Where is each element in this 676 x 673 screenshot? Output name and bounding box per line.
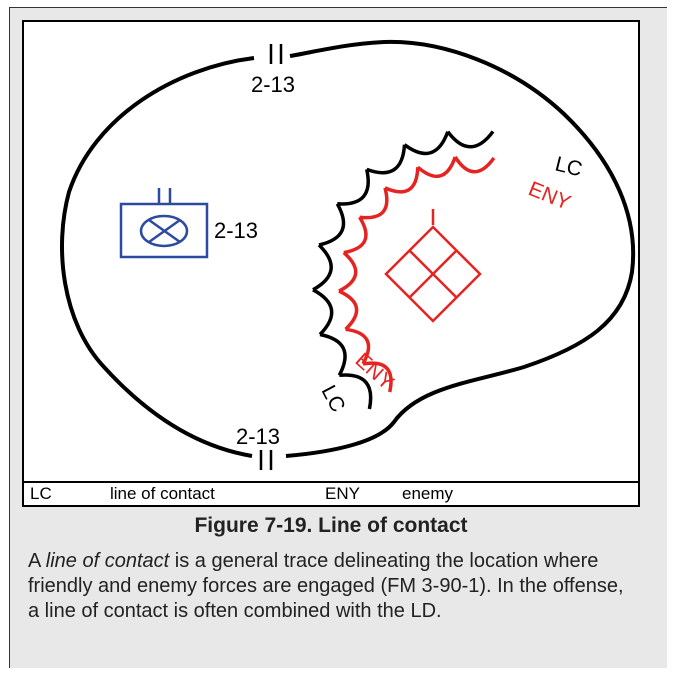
legend-bar: LC line of contact ENY enemy: [24, 481, 638, 505]
enemy-unit-symbol: [384, 209, 482, 323]
lc-red-scallops: [338, 156, 496, 393]
lc-red-scallop: [362, 361, 393, 393]
eny-label-top: ENY: [525, 177, 574, 215]
lc-red-scallop: [416, 156, 457, 179]
lc-red-scallop: [345, 327, 371, 365]
lc-black-scallop: [312, 243, 333, 292]
legend-lc-abbrev: LC: [30, 484, 52, 503]
lc-black-scallop: [339, 373, 373, 410]
lc-black-scallop: [403, 131, 450, 156]
lc-red-scallop: [384, 167, 420, 194]
unit-label-top: 2-13: [251, 72, 295, 97]
lc-red-scallop: [338, 251, 358, 293]
unit-boundary: [60, 39, 636, 458]
unit-label-symbol: 2-13: [214, 218, 258, 243]
friendly-unit-recon-oval: [139, 214, 189, 248]
lc-label-bottom: LC: [317, 382, 350, 417]
lc-red-scallop: [359, 187, 389, 220]
figure-description: A line of contact is a general trace del…: [28, 549, 640, 624]
lc-black-scallops: [312, 130, 495, 410]
lc-black-scallop: [312, 288, 334, 336]
lc-red-scallop: [343, 216, 368, 255]
friendly-unit-cross-2: [148, 218, 181, 244]
lc-black-scallop: [366, 144, 407, 175]
lc-black-scallop: [446, 130, 495, 149]
lc-black-scallop: [319, 332, 347, 377]
lc-red-scallop: [453, 156, 496, 174]
unit-label-bottom: 2-13: [236, 424, 280, 449]
description-suffix: is a general trace delineating the locat…: [28, 550, 624, 622]
lc-red-scallop: [338, 289, 359, 331]
legend-lc-text: line of contact: [110, 484, 215, 503]
lc-black-scallop: [318, 202, 346, 247]
description-term: line of contact: [45, 550, 170, 572]
legend-eny-text: enemy: [402, 484, 454, 503]
friendly-unit-frame: [119, 202, 209, 259]
figure-box: 2-13 2-13 2-13 LC ENY LC ENY LC line of …: [22, 20, 640, 507]
lc-black-scallop: [337, 169, 370, 206]
line-of-contact-diagram: 2-13 2-13 2-13 LC ENY LC ENY: [60, 39, 636, 470]
lc-label-top: LC: [553, 153, 585, 182]
description-prefix: A: [28, 550, 46, 572]
figure-caption: Figure 7-19. Line of contact: [194, 514, 468, 537]
legend-eny-abbrev: ENY: [325, 484, 360, 503]
